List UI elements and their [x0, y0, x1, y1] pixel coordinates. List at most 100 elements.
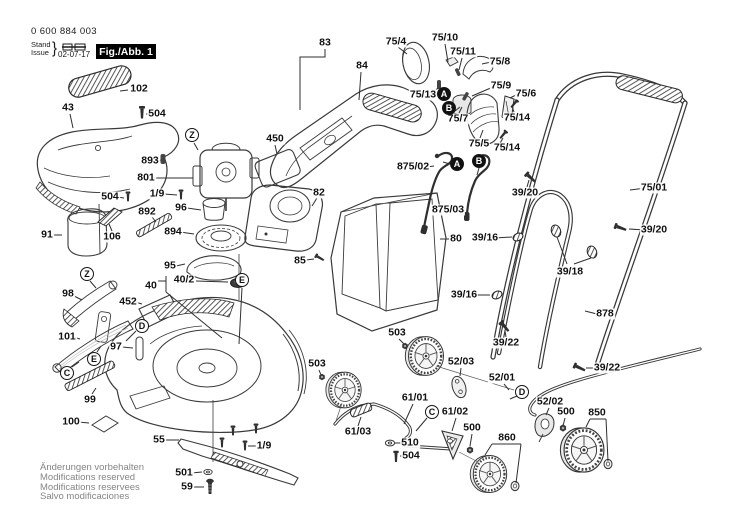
- part-callout-1-9: 1/9: [148, 187, 166, 200]
- part-pivot-bracket: [94, 311, 112, 343]
- part-motor-801: [192, 142, 260, 211]
- part-callout-101: 101: [57, 330, 77, 343]
- part-callout-52-03: 52/03: [446, 355, 476, 368]
- part-seal-106: [97, 207, 123, 227]
- view-marker-b: B: [442, 101, 456, 115]
- view-marker-a: A: [437, 87, 451, 101]
- part-callout-75-14: 75/14: [502, 111, 532, 124]
- view-marker-d: D: [515, 385, 529, 399]
- part-impeller-894: [195, 224, 247, 252]
- view-marker-a: A: [450, 157, 464, 171]
- part-callout-850: 850: [587, 406, 607, 419]
- part-callout-39-16: 39/16: [449, 288, 479, 301]
- part-callout-61-03: 61/03: [343, 425, 373, 438]
- part-callout-450: 450: [265, 132, 285, 145]
- part-bearing-96: [202, 198, 226, 221]
- part-pin-97: [135, 336, 144, 361]
- part-callout-892: 892: [137, 205, 157, 218]
- wheel-front-left: [324, 371, 363, 409]
- part-blade-55: [177, 438, 299, 486]
- part-callout-91: 91: [40, 228, 54, 241]
- part-cam-52-02: [534, 413, 555, 443]
- view-marker-e: E: [87, 352, 101, 366]
- modifications-notice: Änderungen vorbehalten Modifications res…: [40, 463, 144, 502]
- part-callout-39-22: 39/22: [592, 361, 622, 374]
- part-sleeve-61-03: [349, 402, 373, 418]
- view-marker-z: Z: [80, 267, 94, 281]
- part-callout-503: 503: [387, 326, 407, 339]
- part-deck: [104, 254, 307, 462]
- part-callout-52-01: 52/01: [487, 371, 517, 384]
- part-callout-95: 95: [163, 259, 177, 272]
- part-cable-875-02: [420, 151, 454, 235]
- wheel-rear-left: [404, 335, 445, 377]
- part-callout-860: 860: [497, 431, 517, 444]
- part-callout-500: 500: [556, 405, 576, 418]
- part-callout-39-16: 39/16: [470, 231, 500, 244]
- notice-line-es: Salvo modificaciones: [40, 491, 130, 503]
- part-bolt-59: [206, 478, 214, 494]
- part-callout-878: 878: [595, 307, 615, 320]
- part-callout-75-5: 75/5: [467, 137, 491, 150]
- part-callout-97: 97: [109, 340, 123, 353]
- part-callout-893: 893: [140, 154, 160, 167]
- issue-stamp-icon: [62, 43, 86, 50]
- part-callout-102: 102: [129, 82, 149, 95]
- part-callout-98: 98: [61, 287, 75, 300]
- part-callout-61-01: 61/01: [400, 391, 430, 404]
- part-rod-52-01: [528, 347, 702, 417]
- part-callout-75-10: 75/10: [430, 31, 460, 44]
- part-bracket-61-02: [441, 430, 464, 461]
- notice-line-de: Änderungen vorbehalten: [40, 462, 145, 473]
- part-lever-101: [52, 320, 134, 375]
- view-marker-c: C: [60, 366, 74, 380]
- part-callout-100: 100: [61, 415, 81, 428]
- view-marker-d: D: [135, 319, 149, 333]
- part-cover-82: [244, 184, 324, 252]
- part-callout-501: 501: [174, 466, 194, 479]
- figure-number-badge: Fig./Abb. 1: [96, 44, 156, 59]
- part-callout-106: 106: [102, 230, 122, 243]
- part-handle-878: [496, 189, 573, 370]
- part-callout-52-02: 52/02: [535, 395, 565, 408]
- part-hood-43: [35, 121, 180, 215]
- part-callout-510: 510: [400, 436, 420, 449]
- document-part-number: 0 600 884 003: [31, 26, 97, 37]
- part-handle-75-01: [490, 71, 688, 368]
- part-rod-892: [136, 213, 173, 238]
- part-callout-82: 82: [312, 186, 326, 199]
- part-callout-84: 84: [355, 59, 369, 72]
- part-lever-98: [62, 280, 118, 328]
- part-callout-75-01: 75/01: [639, 181, 669, 194]
- view-marker-z: Z: [185, 128, 199, 142]
- part-plate-52-03: [451, 375, 467, 399]
- issue-brace: }: [52, 39, 58, 58]
- part-handle-84: [269, 84, 438, 189]
- callout-leader-lines: [53, 43, 647, 488]
- issue-block: Stand Issue: [31, 41, 51, 57]
- part-callout-504: 504: [401, 449, 421, 462]
- part-callout-75-7: 75/7: [446, 112, 470, 125]
- assembly-guide-lines: [335, 365, 515, 463]
- part-callout-55: 55: [152, 433, 166, 446]
- part-grip-102: [68, 65, 132, 98]
- part-callout-75-11: 75/11: [449, 45, 477, 58]
- part-callout-500: 500: [462, 421, 482, 434]
- part-callout-43: 43: [61, 101, 75, 114]
- part-callout-894: 894: [163, 225, 183, 238]
- part-callout-99: 99: [83, 393, 97, 406]
- part-callout-40: 40: [144, 279, 158, 292]
- part-callout-452: 452: [118, 295, 138, 308]
- part-callout-59: 59: [180, 480, 194, 493]
- issue-label: Issue: [31, 48, 49, 57]
- part-hubcap-860: [510, 480, 520, 492]
- wheel-rear-right: [559, 426, 606, 474]
- notice-line-fr: Modifications reservees: [40, 481, 140, 493]
- part-screw-893: [160, 154, 166, 164]
- part-cover-95: [186, 255, 242, 281]
- part-callout-75-9: 75/9: [489, 79, 513, 92]
- part-callout-503: 503: [307, 357, 327, 370]
- part-callout-75-14: 75/14: [492, 141, 522, 154]
- part-callout-75-4: 75/4: [384, 35, 408, 48]
